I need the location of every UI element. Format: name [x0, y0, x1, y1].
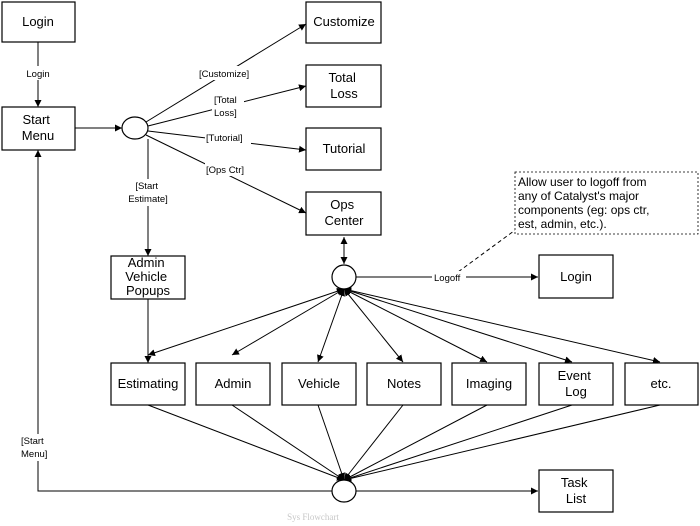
edge-bottom-hub-to-start-menu	[34, 150, 332, 492]
node-start-menu: Start Menu	[1, 106, 76, 151]
edge-estimating-to-bottom-hub	[147, 404, 345, 481]
svg-text:Tutorial: Tutorial	[323, 141, 366, 156]
node-ops-center: Ops Center	[305, 191, 382, 236]
node-etc: etc.	[624, 362, 699, 406]
svg-text:Event Log: Event Log	[558, 368, 595, 399]
edge-logoff-hub-to-vehicle	[317, 288, 345, 363]
edge-label-customize: [Customize]	[199, 69, 249, 80]
edge-label-start-menu: [Start Menu]	[21, 436, 47, 460]
node-customize: Customize	[305, 1, 382, 44]
edge-logoff-hub-to-admin	[231, 288, 345, 356]
node-task-list: Task List	[538, 469, 614, 513]
edge-label-login: Login	[26, 69, 49, 80]
edge-logoff-hub-to-etc	[343, 287, 661, 364]
edge-label-logoff: Logoff	[434, 273, 461, 284]
task-hub-bottom	[331, 479, 357, 503]
svg-text:Admin Vehicle Popu: Admin Vehicle Popups	[125, 255, 171, 298]
edge-vehicle-to-bottom-hub	[317, 404, 346, 481]
node-admin-vehicle-popups: Admin Vehicle Popups	[110, 255, 186, 300]
svg-text:Estimating: Estimating	[118, 376, 179, 391]
node-estimating: Estimating	[110, 362, 186, 406]
node-imaging: Imaging	[451, 362, 527, 406]
svg-text:Ops Center: Ops Center	[324, 197, 364, 228]
svg-text:Login: Login	[560, 269, 592, 284]
svg-text:Total Loss: Total Loss	[328, 70, 359, 101]
node-vehicle: Vehicle	[281, 362, 357, 406]
node-total-loss: Total Loss	[305, 64, 382, 108]
edge-label-ops-ctr: [Ops Ctr]	[206, 165, 244, 176]
svg-text:Login: Login	[22, 14, 54, 29]
svg-text:Start Menu: Start Menu	[22, 112, 55, 143]
edge-label-start-estimate: [Start Estimate]	[128, 181, 168, 205]
node-tutorial: Tutorial	[305, 127, 382, 171]
svg-text:Customize: Customize	[313, 14, 374, 29]
node-login-top: Login	[1, 1, 76, 43]
edge-logoff-hub-to-imaging	[343, 288, 488, 363]
edge-logoff-hub-to-event-log	[343, 287, 573, 364]
edge-notes-to-bottom-hub	[343, 404, 404, 481]
svg-text:Notes: Notes	[387, 376, 421, 391]
edge-labels: Login [Customize] [Total Loss] [Tutorial…	[18, 66, 466, 461]
diagram-caption: Sys Flowchart	[287, 512, 339, 522]
edge-logoff-hub-to-notes	[343, 288, 404, 363]
svg-text:Imaging: Imaging	[466, 376, 512, 391]
edge-etc-to-bottom-hub	[343, 404, 661, 482]
svg-text:etc.: etc.	[651, 376, 672, 391]
node-notes: Notes	[366, 362, 442, 406]
edge-label-tutorial: [Tutorial]	[206, 133, 243, 144]
node-admin: Admin	[195, 362, 271, 406]
annotation-note: Allow user to logoff from any of Catalys…	[514, 171, 699, 235]
edge-label-total-loss: [Total Loss]	[214, 95, 239, 119]
edges	[34, 23, 661, 495]
edge-event-log-to-bottom-hub	[343, 404, 573, 482]
hubs	[121, 116, 357, 503]
node-login-right: Login	[538, 254, 614, 299]
edge-admin-to-bottom-hub	[231, 404, 345, 481]
node-event-log: Event Log	[538, 362, 614, 406]
decision-hub-start	[121, 116, 149, 140]
edge-note-pointer	[457, 227, 519, 273]
annotation-note-text: Allow user to logoff from any of Catalys…	[518, 175, 653, 231]
logoff-hub	[331, 264, 357, 290]
svg-text:Admin: Admin	[215, 376, 252, 391]
edge-imaging-to-bottom-hub	[343, 404, 488, 481]
svg-text:Vehicle: Vehicle	[298, 376, 340, 391]
svg-text:Task List: Task List	[561, 475, 591, 506]
